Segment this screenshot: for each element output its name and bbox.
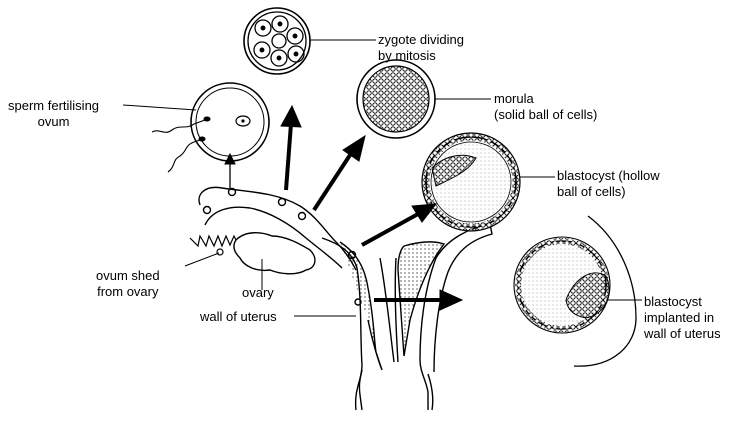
label-zygote-line-2: by mitosis xyxy=(378,48,436,63)
label-zygote-line-1: zygote dividing xyxy=(378,32,464,47)
label-ovum-shed-line-2: from ovary xyxy=(97,284,159,299)
label-ovary-line-1: ovary xyxy=(242,285,274,300)
ovum-in-tube-2 xyxy=(202,205,212,215)
ovum-in-tube-6 xyxy=(354,298,362,306)
label-ovum-shed-line-1: ovum shed xyxy=(96,268,160,283)
ovum-outer xyxy=(190,82,270,162)
uterus-inner xyxy=(379,257,399,363)
label-wall-of-uterus: wall of uterus xyxy=(200,309,277,325)
ovum-in-tube-5 xyxy=(347,250,357,260)
blastocyst xyxy=(421,132,521,232)
arrows xyxy=(224,104,464,311)
ovum-in-tube-3 xyxy=(277,197,287,207)
oviduct xyxy=(198,186,362,306)
label-implanted-line-1: blastocyst xyxy=(644,294,702,309)
label-ovary: ovary xyxy=(242,285,274,301)
ovum-inner xyxy=(195,87,265,157)
label-blastocyst-line-1: blastocyst (hollow xyxy=(557,168,660,183)
label-wall-line-1: wall of uterus xyxy=(200,309,277,324)
ovum-shed xyxy=(216,248,224,256)
label-implanted-line-2: implanted in xyxy=(644,310,715,325)
oviduct-upper xyxy=(198,186,357,271)
label-sperm-line-1: sperm fertilising xyxy=(8,98,100,113)
label-sperm-line-2: ovum xyxy=(37,114,70,129)
uterus-lining-right xyxy=(397,241,446,357)
ovum-in-tube-1 xyxy=(227,187,237,197)
ovum-nucleus xyxy=(235,115,251,127)
label-blastocyst: blastocyst (hollow ball of cells) xyxy=(557,168,660,200)
oviduct-lower xyxy=(204,206,343,269)
label-implanted: blastocyst implanted in wall of uterus xyxy=(644,294,721,342)
ovum-in-tube-4 xyxy=(297,211,307,221)
label-morula: morula (solid ball of cells) xyxy=(494,91,597,123)
implanted-blastocyst xyxy=(513,215,637,367)
morula xyxy=(356,59,436,139)
zygote xyxy=(243,7,311,75)
label-blastocyst-line-2: ball of cells) xyxy=(557,184,626,199)
leader-lines xyxy=(122,39,642,317)
sperm-cells xyxy=(151,116,211,173)
label-morula-line-1: morula xyxy=(494,91,534,106)
ovary-shape xyxy=(233,232,316,275)
label-morula-line-2: (solid ball of cells) xyxy=(494,107,598,122)
cervix xyxy=(354,369,434,411)
label-sperm: sperm fertilising ovum xyxy=(8,98,99,130)
label-implanted-line-3: wall of uterus xyxy=(644,326,721,341)
uterus xyxy=(321,223,493,411)
label-zygote: zygote dividing by mitosis xyxy=(378,32,464,64)
label-ovum-shed: ovum shed from ovary xyxy=(96,268,160,300)
uterus-lining-left xyxy=(339,241,383,371)
